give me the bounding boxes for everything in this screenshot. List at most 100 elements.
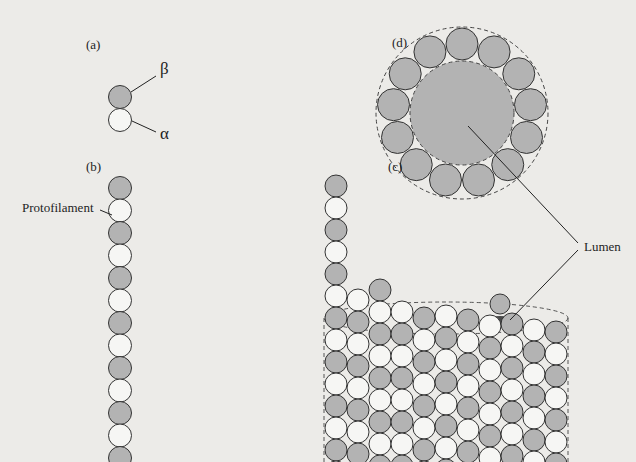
wall-subunit <box>545 321 567 343</box>
wall-subunit <box>369 301 391 323</box>
wall-subunit <box>391 345 413 367</box>
wall-subunit <box>457 353 479 375</box>
wall-subunit <box>479 337 501 359</box>
wall-subunit <box>545 387 567 409</box>
wall-subunit <box>545 343 567 365</box>
ring-subunit <box>378 89 410 121</box>
wall-subunit <box>369 389 391 411</box>
wall-subunit <box>325 395 347 417</box>
ring-subunit <box>511 121 543 153</box>
wall-subunit <box>435 327 457 349</box>
outer-wall-outline <box>376 27 548 199</box>
wall-subunit <box>435 415 457 437</box>
wall-outline <box>568 318 569 462</box>
wall-subunit <box>523 319 545 341</box>
wall-subunit <box>501 379 523 401</box>
wall-subunit <box>523 341 545 363</box>
protofilament-subunit <box>109 379 132 402</box>
wall-subunit <box>325 285 347 307</box>
wall-subunit <box>435 437 457 459</box>
protofilament-subunit <box>109 312 132 335</box>
wall-subunit <box>457 375 479 397</box>
wall-subunit <box>369 367 391 389</box>
wall-subunit <box>457 397 479 419</box>
lumen-area <box>410 61 514 165</box>
wall-subunit <box>325 175 347 197</box>
wall-subunit <box>413 351 435 373</box>
protofilament-subunit <box>109 222 132 245</box>
wall-subunit <box>325 241 347 263</box>
wall-subunit <box>413 417 435 439</box>
wall-subunit <box>457 441 479 462</box>
wall-outline <box>324 318 325 462</box>
wall-subunit <box>523 429 545 451</box>
wall-subunit <box>435 371 457 393</box>
ring-subunit <box>389 58 421 90</box>
part-label: Protofilament <box>20 201 96 215</box>
wall-subunit <box>347 421 369 443</box>
wall-subunit <box>325 351 347 373</box>
wall-subunit <box>413 373 435 395</box>
wall-subunit <box>325 263 347 285</box>
wall-subunit <box>413 461 435 462</box>
wall-subunit <box>457 419 479 441</box>
wall-subunit <box>369 411 391 433</box>
wall-subunit <box>479 447 501 462</box>
wall-subunit <box>391 411 413 433</box>
ring-subunit <box>446 28 478 60</box>
wall-subunit <box>325 373 347 395</box>
wall-subunit <box>501 313 523 335</box>
ring-subunit <box>381 121 413 153</box>
leader-line <box>132 121 156 132</box>
leader-line <box>510 250 578 320</box>
wall-subunit <box>479 403 501 425</box>
ring-subunit <box>463 164 495 196</box>
wall-subunit <box>457 331 479 353</box>
wall-subunit <box>501 335 523 357</box>
protofilament-subunit <box>109 447 132 462</box>
wall-subunit <box>501 357 523 379</box>
protofilament-subunit <box>109 289 132 312</box>
wall-subunit <box>457 309 479 331</box>
panel-letter: (d) <box>392 36 407 50</box>
wall-subunit <box>391 433 413 455</box>
ring-subunit <box>514 89 546 121</box>
panel-letter: (c) <box>388 160 402 174</box>
ring-subunit <box>492 149 524 181</box>
wall-subunit <box>545 431 567 453</box>
protofilament-subunit <box>109 199 132 222</box>
wall-subunit <box>479 359 501 381</box>
wall-subunit <box>391 301 413 323</box>
part-label: Lumen <box>582 240 623 254</box>
protofilament-subunit <box>109 244 132 267</box>
panel-letter: (a) <box>86 38 100 52</box>
wall-subunit <box>347 377 369 399</box>
wall-subunit <box>347 289 369 311</box>
wall-subunit <box>391 455 413 462</box>
wall-subunit <box>325 461 347 462</box>
protofilament-subunit <box>109 267 132 290</box>
wall-subunit <box>369 433 391 455</box>
subunit-label: α <box>160 125 169 144</box>
wall-subunit <box>435 349 457 371</box>
wall-subunit <box>325 307 347 329</box>
wall-subunit <box>501 445 523 462</box>
protofilament-subunit <box>109 402 132 425</box>
protofilament-subunit <box>109 177 132 200</box>
wall-subunit <box>325 439 347 461</box>
wall-subunit <box>391 389 413 411</box>
wall-subunit <box>347 355 369 377</box>
ring-subunit <box>400 149 432 181</box>
wall-subunit <box>523 385 545 407</box>
wall-subunit <box>413 439 435 461</box>
wall-subunit <box>369 455 391 462</box>
panel-letter: (b) <box>86 160 101 174</box>
wall-subunit <box>501 423 523 445</box>
beta-tubulin <box>109 86 132 109</box>
leader-line <box>468 126 578 243</box>
wall-subunit <box>413 307 435 329</box>
ring-subunit <box>478 36 510 68</box>
leader-line <box>100 210 112 215</box>
ring-subunit <box>414 36 446 68</box>
